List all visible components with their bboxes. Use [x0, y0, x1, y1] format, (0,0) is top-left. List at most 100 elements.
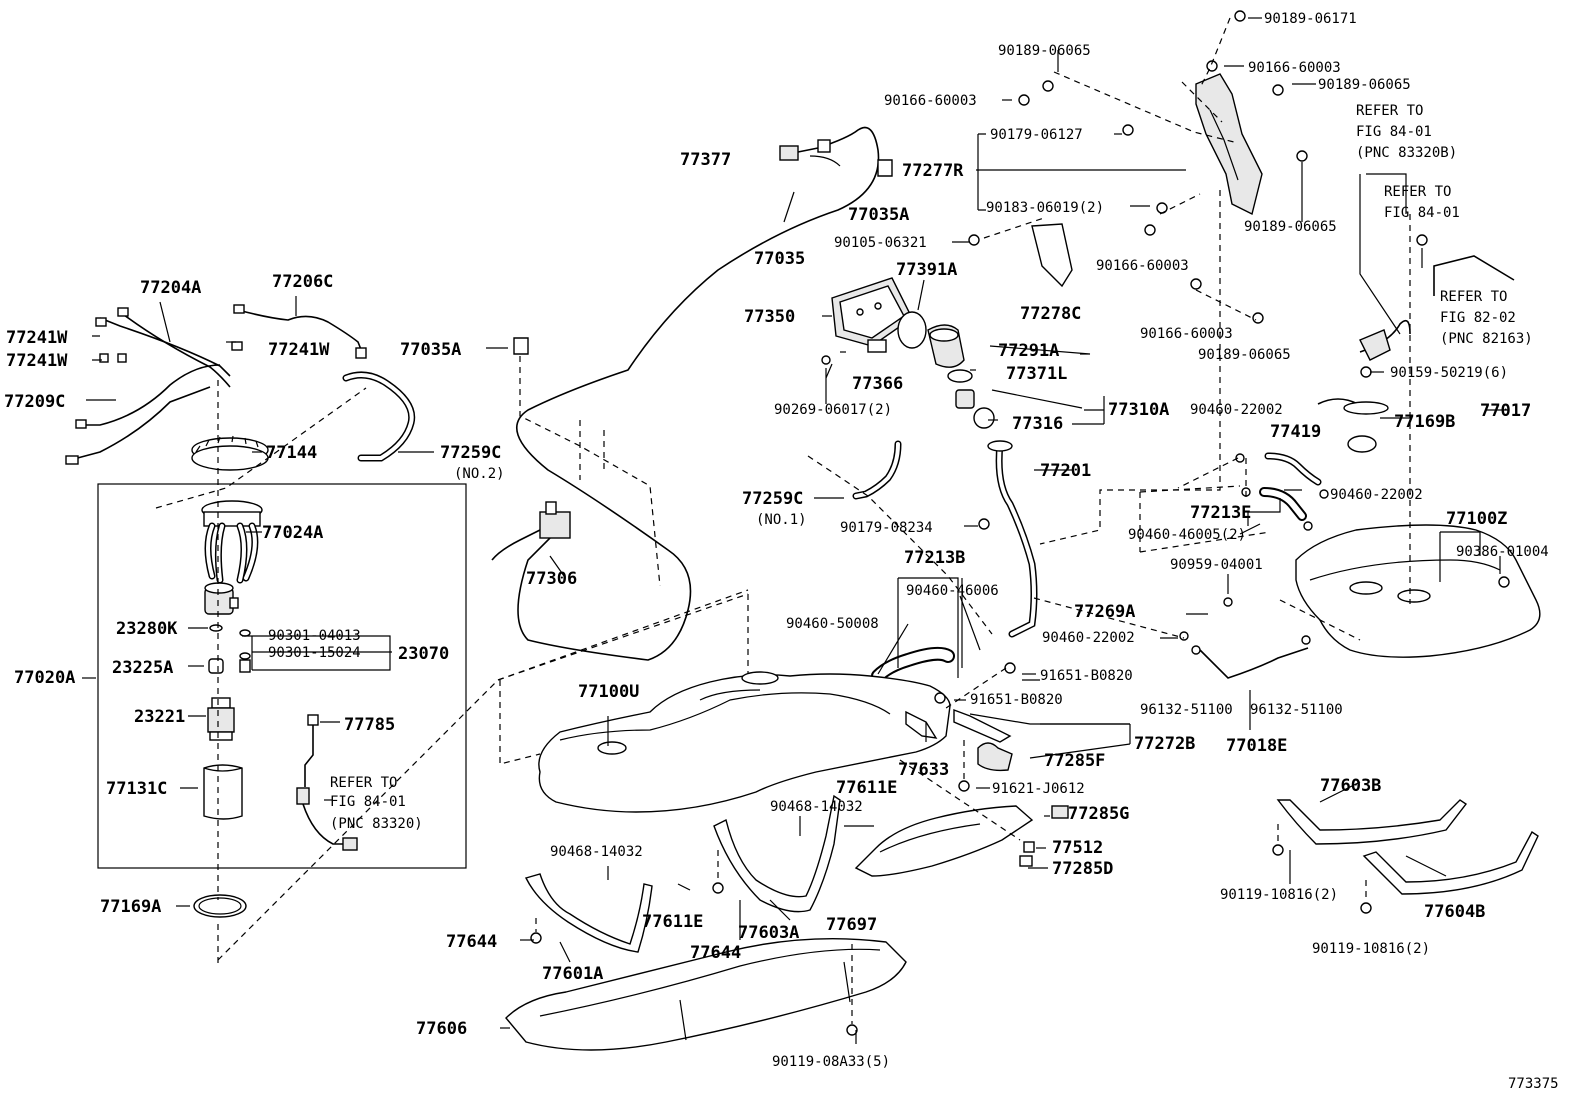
label-91651-b0820-b: 91651-B0820	[970, 692, 1063, 708]
strap-77603b	[1276, 799, 1468, 845]
label-23221: 23221	[134, 707, 185, 727]
label-77697: 77697	[826, 915, 877, 935]
label-77213e: 77213E	[1190, 503, 1251, 523]
label-90460-22002-a: 90460-22002	[1190, 402, 1283, 418]
label-77017: 77017	[1480, 401, 1531, 421]
label-refer-84-01-b-3: (PNC 83320B)	[1356, 145, 1457, 161]
fuel-lid-77350	[831, 277, 913, 347]
clip-77285f	[977, 742, 1013, 772]
gasket-77169a	[193, 894, 247, 918]
label-refer-84-01-c-2: FIG 84-01	[330, 794, 406, 810]
label-77241w-c: 77241W	[268, 340, 330, 360]
label-90179-08234: 90179-08234	[840, 520, 933, 536]
label-77278c: 77278C	[1020, 304, 1081, 324]
label-90468-14032-b: 90468-14032	[550, 844, 643, 860]
part-77512	[1023, 841, 1035, 853]
part-77310a	[955, 389, 995, 429]
label-90460-46006: 90460-46006	[906, 583, 999, 599]
label-77603b: 77603B	[1320, 776, 1381, 796]
label-77169b: 77169B	[1394, 412, 1455, 432]
label-91651-b0820-a: 91651-B0820	[1040, 668, 1133, 684]
o-ring-90301-04013	[239, 629, 251, 637]
lock-ring-77144	[191, 435, 269, 471]
gasket-77391a	[897, 311, 927, 349]
label-77603a: 77603A	[738, 923, 799, 943]
label-77206c: 77206C	[272, 272, 333, 292]
label-refer-84-01-b-1: REFER TO	[1356, 103, 1423, 119]
wiring-77206c	[231, 304, 367, 359]
label-91621-j0612: 91621-J0612	[992, 781, 1085, 797]
label-90460-22002-c: 90460-22002	[1042, 630, 1135, 646]
label-90269-06017: 90269-06017(2)	[774, 402, 892, 418]
label-90159-50219: 90159-50219(6)	[1390, 365, 1508, 381]
label-77100u: 77100U	[578, 682, 639, 702]
connector-23070	[239, 659, 251, 673]
label-refer-82-02-2: FIG 82-02	[1440, 310, 1516, 326]
hose-77419	[1264, 452, 1322, 486]
protector-77606	[505, 937, 907, 1051]
ring-77371l	[947, 369, 973, 383]
vent-tube-77035	[516, 126, 880, 661]
label-77644-b: 77644	[690, 943, 741, 963]
label-77035: 77035	[754, 249, 805, 269]
fuel-tank-77100u	[538, 671, 951, 813]
gasket-77169a-inner	[198, 897, 242, 915]
label-77606: 77606	[416, 1019, 467, 1039]
label-23070: 23070	[398, 644, 449, 664]
label-refer-84-01-c-3: (PNC 83320)	[330, 816, 423, 832]
protector-77697	[854, 805, 1034, 877]
label-90959-04001: 90959-04001	[1170, 557, 1263, 573]
label-90189-06065-b: 90189-06065	[1318, 77, 1411, 93]
strap-77604b	[1362, 830, 1539, 895]
label-77241w-a: 77241W	[6, 328, 68, 348]
label-77419: 77419	[1270, 422, 1321, 442]
washer-23280k	[209, 624, 223, 632]
label-90301-04013: 90301-04013	[268, 628, 361, 644]
bracket-77366	[867, 339, 887, 353]
part-labels: 90189-06171 90189-06065 90166-60003 9016…	[4, 11, 1559, 1092]
label-90460-22002-b: 90460-22002	[1330, 487, 1423, 503]
label-refer-84-01-c-1: REFER TO	[330, 775, 397, 791]
label-77201: 77201	[1040, 461, 1091, 481]
label-90105-06321: 90105-06321	[834, 235, 927, 251]
figure-number: 773375	[1508, 1076, 1559, 1092]
fuel-pump-assembly-box	[97, 483, 467, 869]
label-90166-60003-b: 90166-60003	[884, 93, 977, 109]
label-77285f: 77285F	[1044, 751, 1105, 771]
label-77259c-no1: 77259C	[742, 489, 803, 509]
label-77259c-no2: 77259C	[440, 443, 501, 463]
label-77285g: 77285G	[1068, 804, 1129, 824]
part-77285d	[1019, 855, 1033, 867]
bracket-77277r	[1195, 73, 1263, 216]
part-77285g	[1051, 805, 1069, 819]
label-23280k: 23280K	[116, 619, 178, 639]
label-77512: 77512	[1052, 838, 1103, 858]
label-77611e-a: 77611E	[836, 778, 897, 798]
filler-pipe-77201	[987, 440, 1038, 638]
label-77131c: 77131C	[106, 779, 167, 799]
label-90301-15024: 90301-15024	[268, 645, 361, 661]
label-refer-84-01-2: FIG 84-01	[1384, 205, 1460, 221]
label-no1: (NO.1)	[756, 512, 807, 528]
label-refer-84-01-1: REFER TO	[1384, 184, 1451, 200]
label-refer-82-02-3: (PNC 82163)	[1440, 331, 1533, 347]
label-77310a: 77310A	[1108, 400, 1169, 420]
label-77035a-b: 77035A	[400, 340, 461, 360]
label-23225a: 23225A	[112, 658, 173, 678]
pump-module	[204, 582, 239, 615]
label-90460-50008: 90460-50008	[786, 616, 879, 632]
label-90189-06171: 90189-06171	[1264, 11, 1357, 27]
hose-77213e	[1259, 487, 1307, 521]
label-90179-06127: 90179-06127	[990, 127, 1083, 143]
clip-77035a	[877, 159, 893, 177]
label-96132-51100-b: 96132-51100	[1250, 702, 1343, 718]
label-90189-06065: 90189-06065	[998, 43, 1091, 59]
fuel-pump-23221	[207, 697, 235, 741]
label-77241w-b: 77241W	[6, 351, 68, 371]
label-no2: (NO.2)	[454, 466, 505, 482]
valve-77306	[491, 501, 571, 561]
gasket-77169b	[1347, 435, 1377, 453]
label-90119-08a33: 90119-08A33(5)	[772, 1054, 890, 1070]
label-77020a: 77020A	[14, 668, 75, 688]
